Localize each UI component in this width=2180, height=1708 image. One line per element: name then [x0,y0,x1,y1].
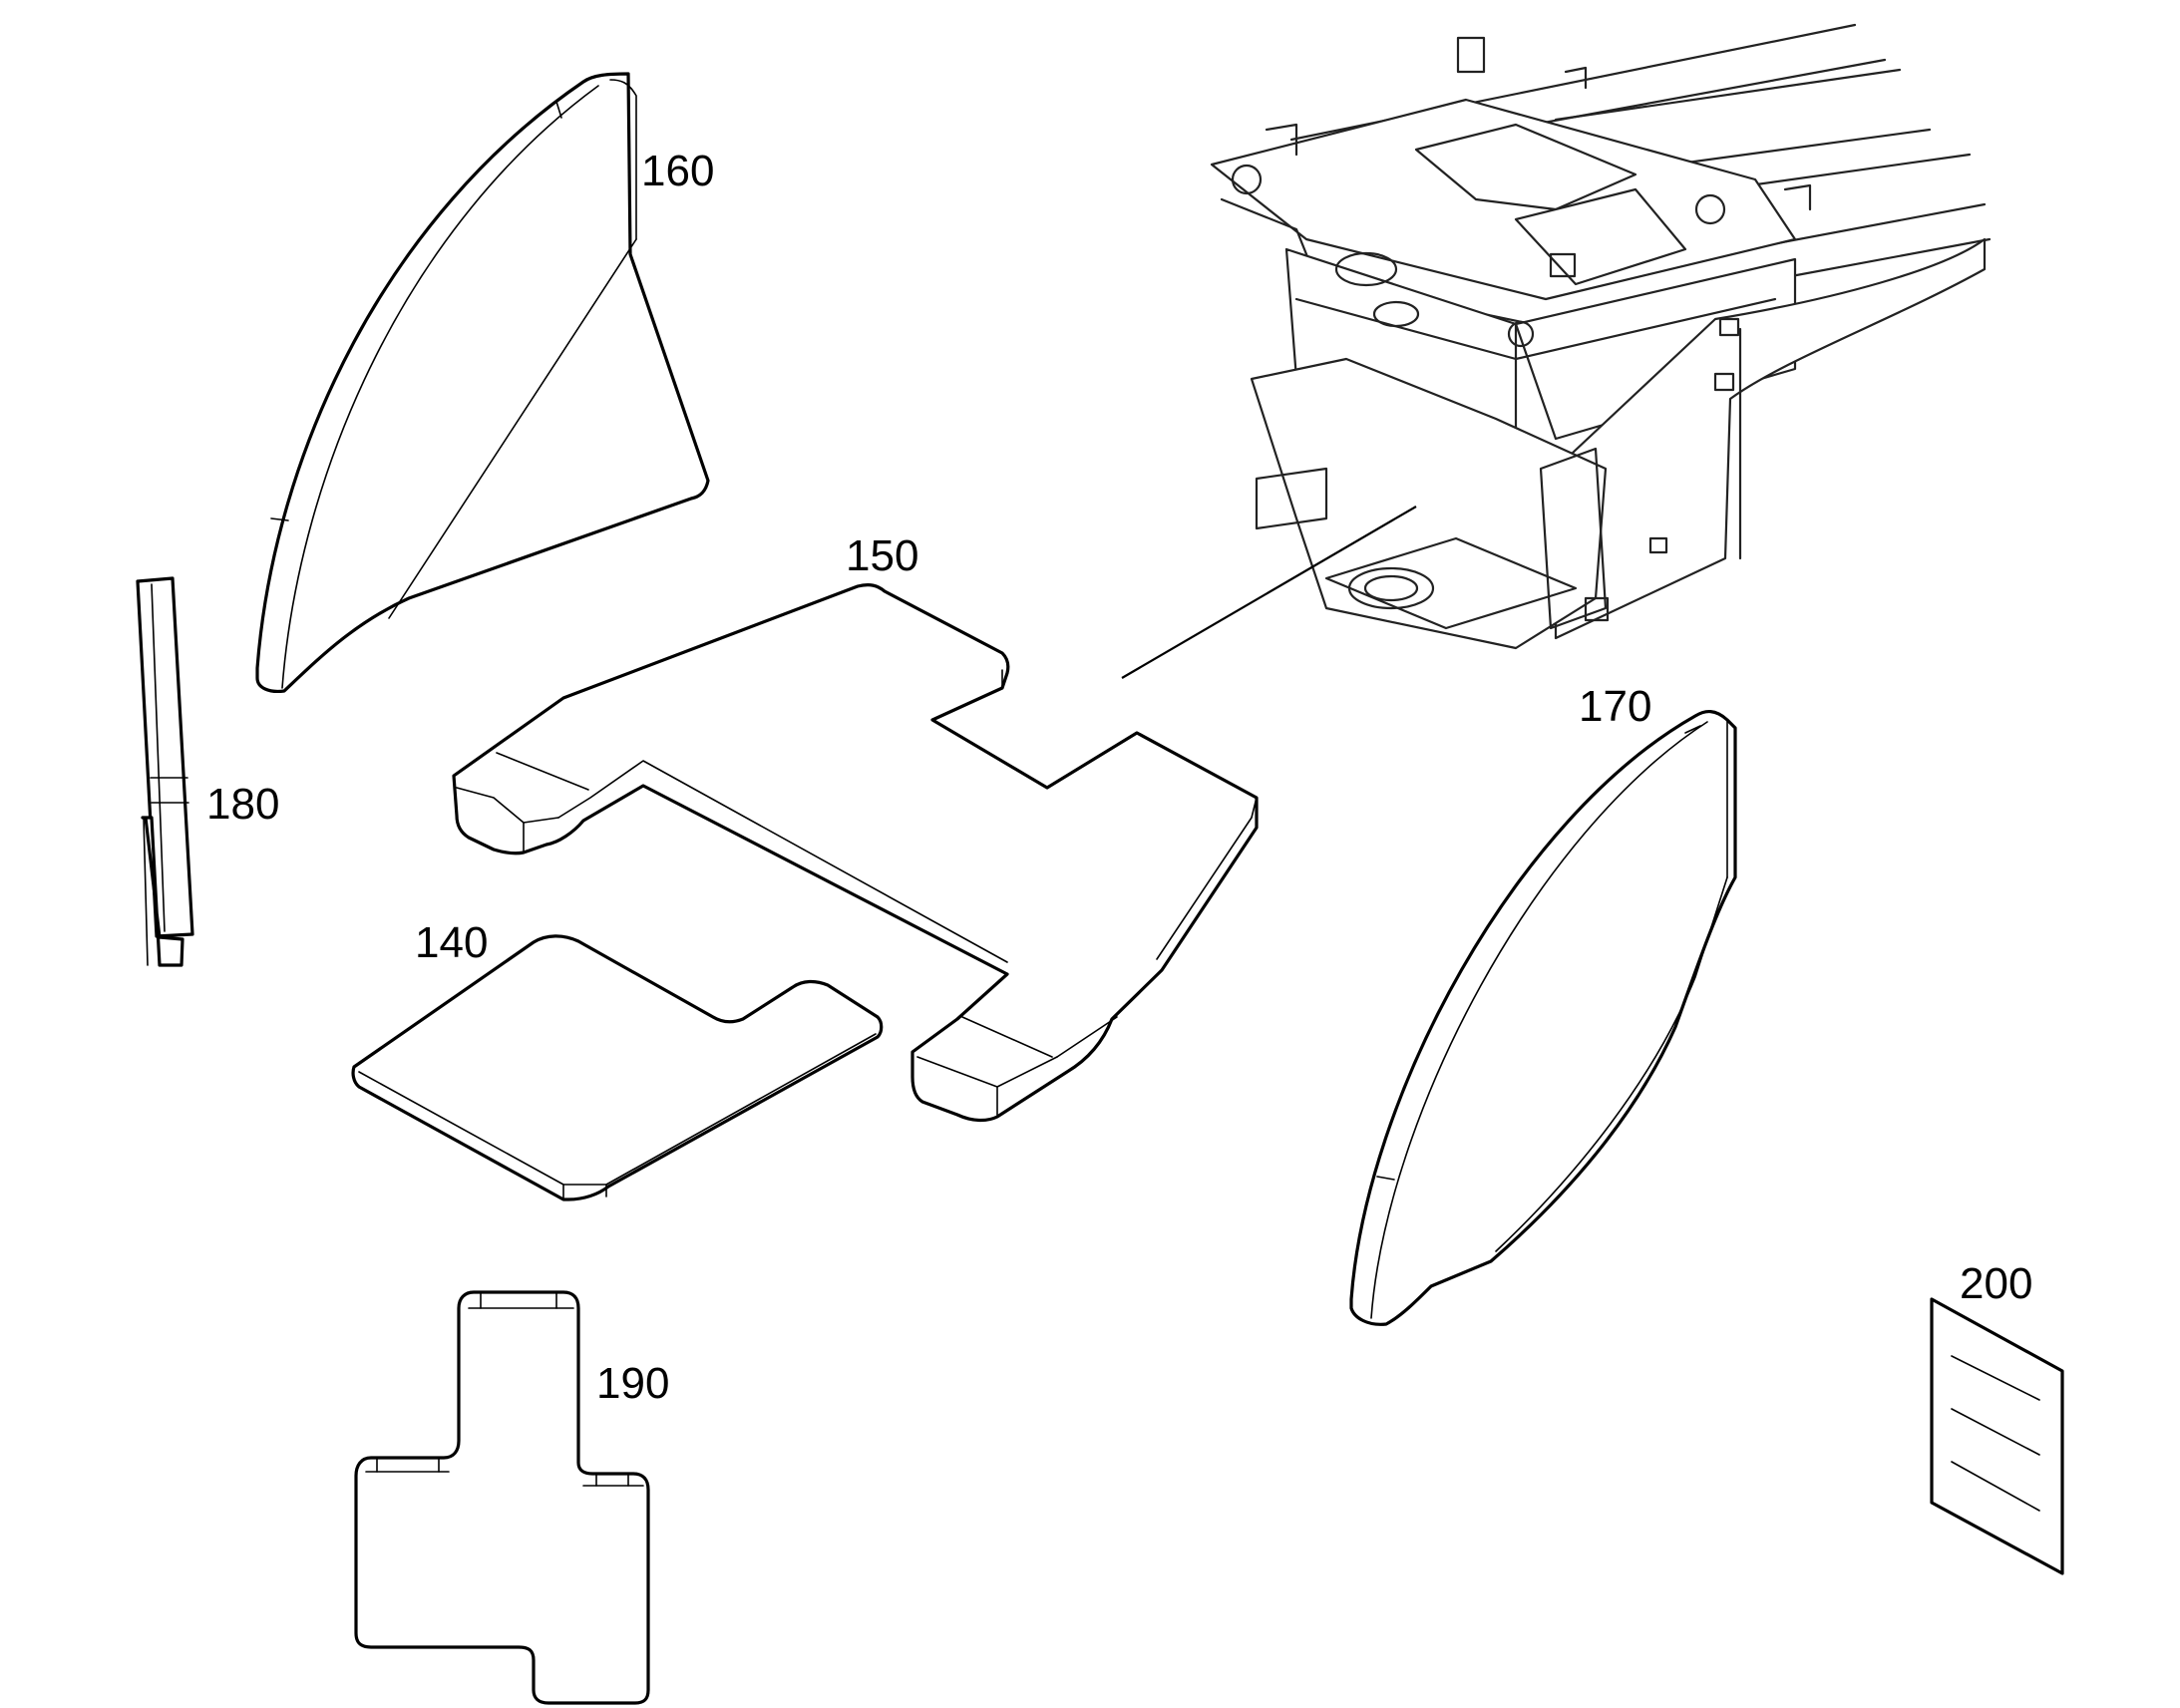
machine-frame [1210,23,1992,650]
part-180 [136,576,194,967]
part-140 [351,934,884,1201]
callout-200: 200 [1960,1259,2032,1308]
leader-line [1121,506,1417,679]
callout-170: 170 [1579,682,1651,731]
part-170 [1349,710,1737,1326]
callout-140: 140 [415,918,488,967]
part-150 [452,583,1259,1123]
part-190 [354,1290,650,1705]
document-sheet-icon [1930,1297,2064,1575]
callout-160: 160 [641,147,714,195]
callout-150: 150 [846,531,918,580]
callout-190: 190 [596,1359,669,1408]
callout-180: 180 [206,780,279,829]
part-160 [255,72,710,694]
